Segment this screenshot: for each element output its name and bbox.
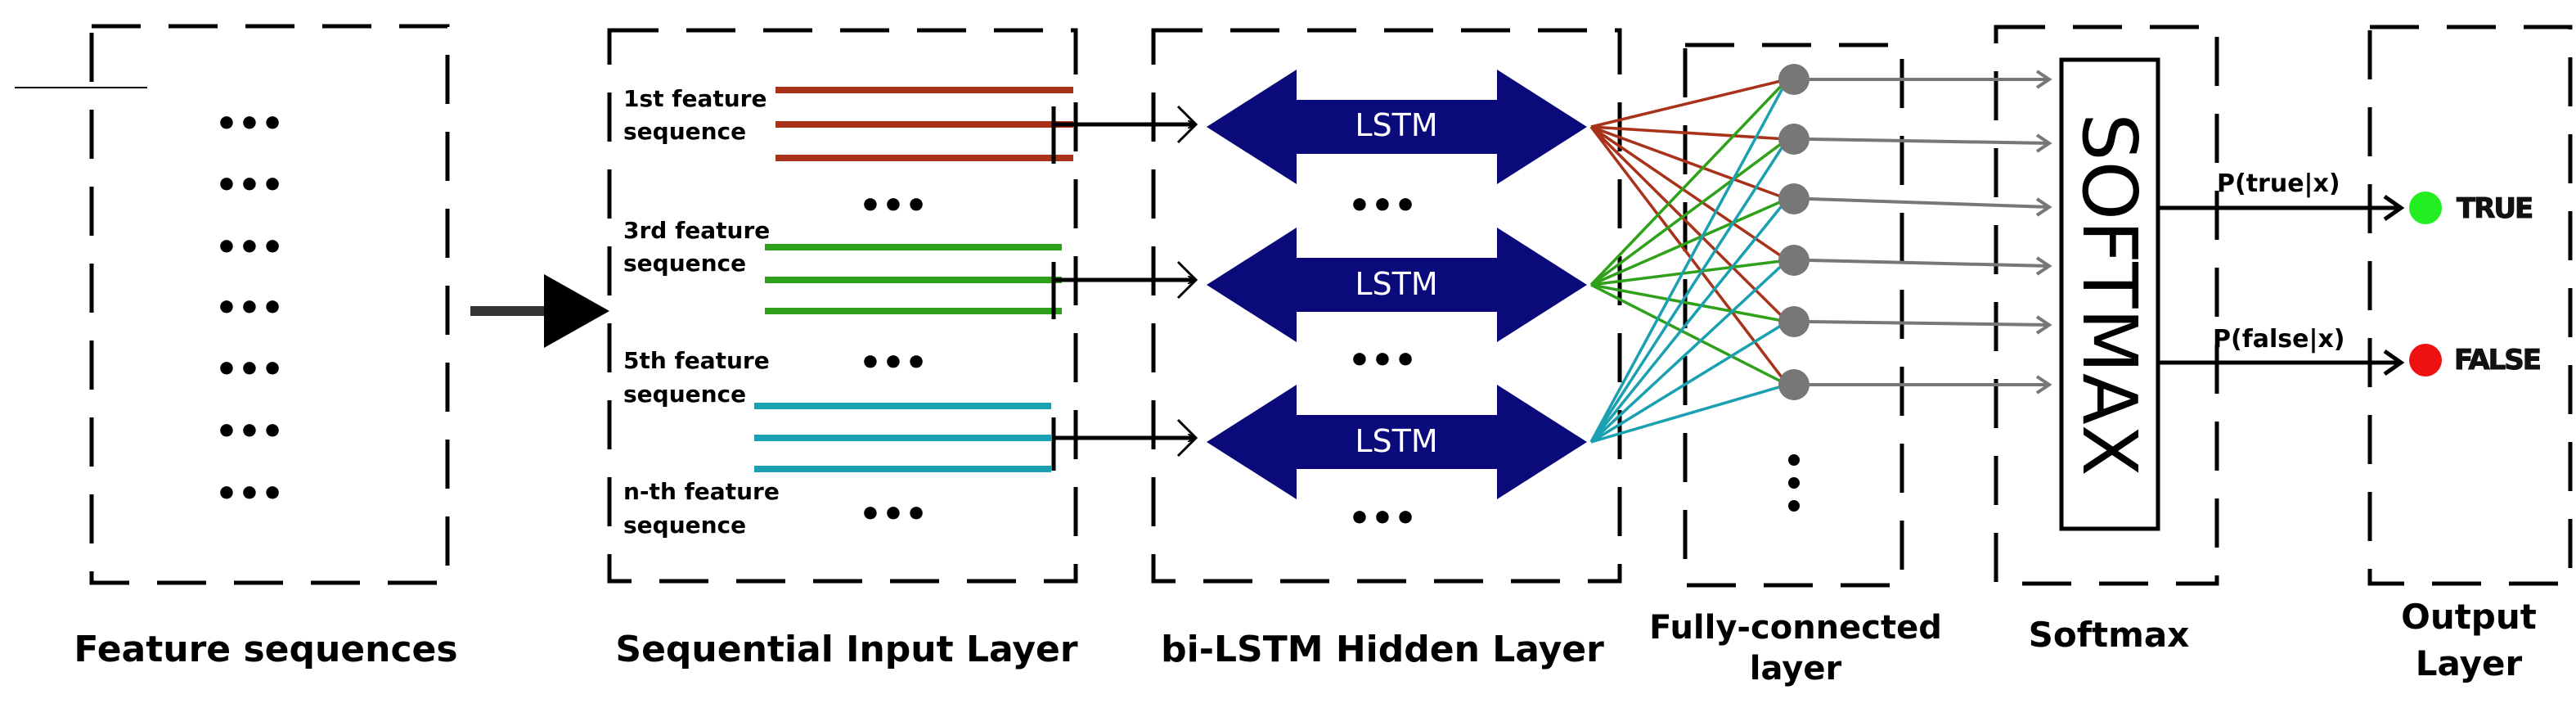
seq-label-1-b: sequence (623, 118, 746, 145)
fc-node (1778, 245, 1809, 276)
bilstm-group: LSTM LSTM LSTM ••• ••• ••• (1207, 70, 1587, 539)
title-fc-line2: layer (1750, 650, 1842, 688)
lstm-label-1: LSTM (1355, 107, 1437, 143)
input-to-lstm-arrows (1054, 124, 1194, 438)
seq-label-3: 3rd feature (623, 217, 770, 244)
title-bilstm: bi-LSTM Hidden Layer (1161, 629, 1604, 670)
feature-lines (123, 92, 413, 530)
title-output-line1: Output (2401, 597, 2537, 637)
softmax-box: SOFTMAX (2059, 57, 2160, 531)
sequential-input-box (607, 28, 1078, 584)
seq-label-3-b: sequence (623, 250, 746, 277)
vertical-ellipsis (1788, 454, 1800, 512)
section-boxes (89, 24, 2573, 588)
fc-nodes (1778, 64, 1809, 400)
feature-sequences-group: ••• ••• ••• ••• ••• ••• ••• (15, 87, 413, 530)
ellipsis: ••• (859, 342, 928, 384)
false-dot (2409, 344, 2442, 377)
false-label: FALSE (2454, 344, 2540, 377)
true-dot (2409, 192, 2442, 224)
lstm-arrow-2: LSTM (1207, 228, 1587, 342)
seq-label-n: n-th feature (623, 478, 780, 505)
ellipsis: ••• (215, 227, 284, 268)
ellipsis: ••• (1348, 498, 1417, 539)
lstm-label-3: LSTM (1355, 423, 1437, 459)
ellipsis: ••• (215, 165, 284, 206)
ellipsis: ••• (215, 349, 284, 390)
seq-label-1: 1st feature (623, 85, 767, 112)
fully-connected-box (1683, 43, 1904, 588)
fc-node (1778, 124, 1809, 155)
p-true-label: P(true|x) (2217, 169, 2340, 198)
seq1-lines (775, 87, 1073, 161)
lstm-label-2: LSTM (1355, 266, 1437, 302)
bilstm-box (1151, 28, 1622, 584)
softmax-section-box (1994, 25, 2219, 586)
ellipsis: ••• (215, 473, 284, 515)
transfer-arrow (470, 274, 609, 348)
seq3-lines (765, 244, 1062, 314)
fc-node (1778, 306, 1809, 337)
fc-node (1778, 369, 1809, 400)
feature-ellipses: ••• ••• ••• ••• ••• ••• ••• (215, 103, 284, 515)
lstm-arrow-1: LSTM (1207, 70, 1587, 184)
fc-node (1778, 183, 1809, 214)
feature-sequences-box (89, 24, 450, 585)
p-false-label: P(false|x) (2213, 325, 2345, 354)
ellipsis: ••• (859, 494, 928, 535)
ellipsis: ••• (215, 287, 284, 329)
ellipsis: ••• (215, 411, 284, 453)
seq-label-5: 5th feature (623, 347, 770, 374)
ellipsis: ••• (1348, 340, 1417, 381)
title-fc-line1: Fully-connected (1649, 609, 1942, 647)
seq-label-5-b: sequence (623, 381, 746, 408)
output-layer-box (2367, 25, 2573, 586)
sequential-input-group: 1st feature sequence 3rd feature sequenc… (623, 85, 1198, 539)
ellipsis: ••• (215, 103, 284, 145)
lstm-arrow-3: LSTM (1207, 385, 1587, 499)
title-softmax: Softmax (2029, 615, 2190, 655)
fc-node (1778, 64, 1809, 95)
title-output-line2: Layer (2416, 643, 2523, 683)
seq-label-n-b: sequence (623, 512, 746, 539)
outputs-group: P(true|x) P(false|x) TRUE FALSE (2160, 169, 2542, 377)
node-to-softmax-arrows (1809, 70, 2052, 395)
section-titles: Feature sequences Sequential Input Layer… (74, 597, 2536, 688)
title-sequential-input: Sequential Input Layer (615, 629, 1077, 670)
seq5-lines (754, 403, 1051, 472)
connections (1589, 78, 1789, 444)
title-feature-sequences: Feature sequences (74, 629, 457, 670)
softmax-box-label: SOFTMAX (2066, 113, 2153, 476)
ellipsis: ••• (859, 185, 928, 227)
ellipsis: ••• (1348, 185, 1417, 227)
true-label: TRUE (2457, 192, 2532, 225)
